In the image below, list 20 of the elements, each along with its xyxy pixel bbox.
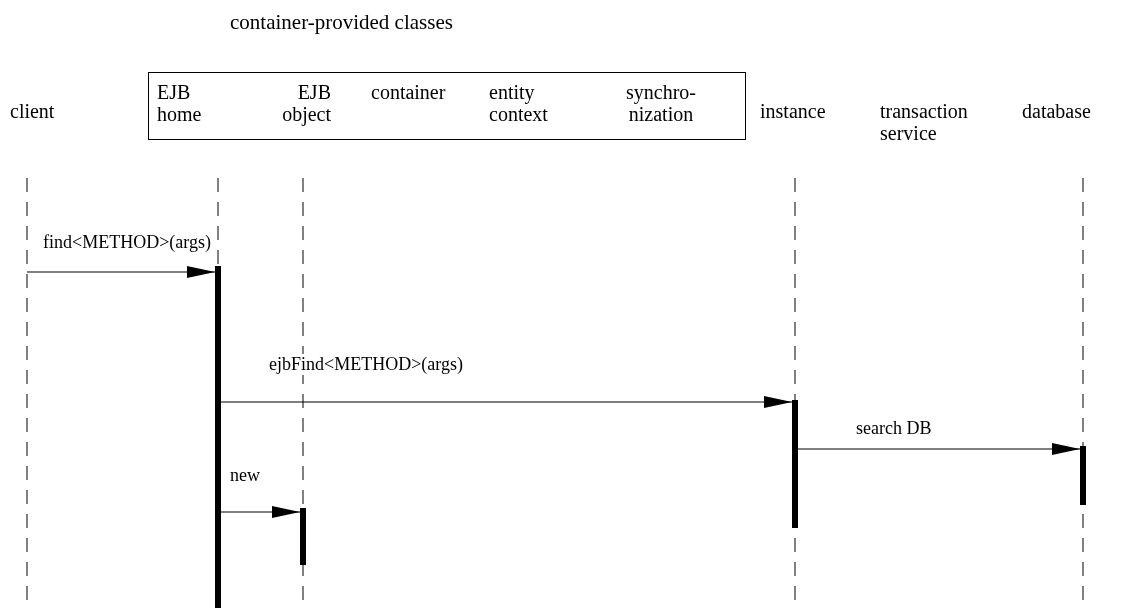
- message-arrow: [220, 396, 793, 408]
- lifeline-label: EJB object: [261, 81, 331, 125]
- activation-bar: [215, 266, 221, 608]
- lifeline-label: instance: [760, 100, 860, 122]
- lifeline-label: entity context: [489, 81, 569, 125]
- lifeline-label: EJB home: [157, 81, 227, 125]
- lifeline-label: database: [1022, 100, 1122, 122]
- lifeline-label: synchro-nization: [611, 81, 711, 125]
- lifeline-label: client: [10, 100, 80, 122]
- group-heading: container-provided classes: [230, 10, 453, 35]
- activation-bar: [1080, 446, 1086, 505]
- message-arrow: [797, 443, 1081, 455]
- activation-bar: [300, 508, 306, 565]
- activation-bar: [792, 400, 798, 528]
- edge-label: find<METHOD>(args): [42, 232, 212, 253]
- lifeline-label: transaction service: [880, 100, 1000, 144]
- message-arrow: [26, 266, 216, 278]
- lifeline-label: container: [371, 81, 471, 103]
- message-arrow: [220, 506, 301, 518]
- edge-label: ejbFind<METHOD>(args): [268, 354, 464, 375]
